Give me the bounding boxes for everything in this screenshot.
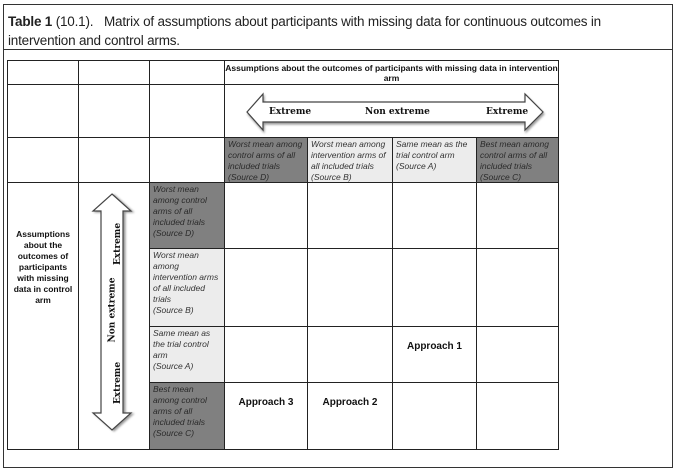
intervention-header: Assumptions about the outcomes of partic… <box>224 60 559 85</box>
double-arrow-vertical-icon <box>91 193 133 431</box>
column-header-source-d: Worst mean among control arms of all inc… <box>224 137 308 183</box>
empty-cell <box>149 137 225 183</box>
row-header-source-c: Best mean among control arms of all incl… <box>149 382 225 450</box>
empty-cell <box>78 137 150 183</box>
table-frame <box>3 4 673 468</box>
matrix-cell <box>224 182 308 249</box>
row-header-source-d: Worst mean among control arms of all inc… <box>149 182 225 249</box>
row-header-source-b: Worst mean among intervention arms of al… <box>149 248 225 327</box>
double-arrow-horizontal-icon <box>246 92 544 132</box>
arrow-label-middle: Non extreme <box>365 107 430 117</box>
matrix-cell <box>224 248 308 327</box>
empty-cell <box>78 60 150 85</box>
matrix-cell <box>392 382 477 450</box>
matrix-cell <box>307 182 393 249</box>
matrix-cell <box>392 182 477 249</box>
table-caption: Table 1 (10.1). Matrix of assumptions ab… <box>8 12 668 50</box>
empty-cell <box>78 84 150 138</box>
caption-label: Table 1 <box>8 14 53 29</box>
approach-2-cell: Approach 2 <box>307 382 393 450</box>
matrix-cell <box>476 326 559 383</box>
empty-cell <box>7 60 79 85</box>
arrow-label-bottom: Extreme <box>113 361 124 405</box>
control-header: Assumptions about the outcomes of partic… <box>7 182 79 450</box>
vertical-arrow-cell: Extreme Non extreme Extreme <box>78 182 150 450</box>
column-header-source-b: Worst mean among intervention arms of al… <box>307 137 393 183</box>
caption-number: (10.1). <box>55 14 94 29</box>
empty-cell <box>7 137 79 183</box>
matrix-cell <box>224 326 308 383</box>
horizontal-arrow-cell: Extreme Non extreme Extreme <box>224 84 559 138</box>
approach-1-cell: Approach 1 <box>392 326 477 383</box>
matrix-cell <box>307 326 393 383</box>
arrow-label-top: Extreme <box>113 222 124 266</box>
caption-text: Matrix of assumptions about participants… <box>8 14 601 48</box>
matrix-cell <box>476 182 559 249</box>
empty-cell <box>7 84 79 138</box>
approach-3-cell: Approach 3 <box>224 382 308 450</box>
arrow-label-middle-vertical: Non extreme <box>107 277 118 343</box>
caption-divider <box>3 49 673 50</box>
matrix-cell <box>476 382 559 450</box>
matrix-cell <box>307 248 393 327</box>
row-header-source-a: Same mean as the trial control arm(Sourc… <box>149 326 225 383</box>
arrow-label-left: Extreme <box>269 107 312 117</box>
column-header-source-c: Best mean among control arms of all incl… <box>476 137 559 183</box>
matrix-cell <box>392 248 477 327</box>
matrix-cell <box>476 248 559 327</box>
empty-cell <box>149 84 225 138</box>
arrow-label-right: Extreme <box>486 107 529 117</box>
column-header-source-a: Same mean as the trial control arm(Sourc… <box>392 137 477 183</box>
empty-cell <box>149 60 225 85</box>
